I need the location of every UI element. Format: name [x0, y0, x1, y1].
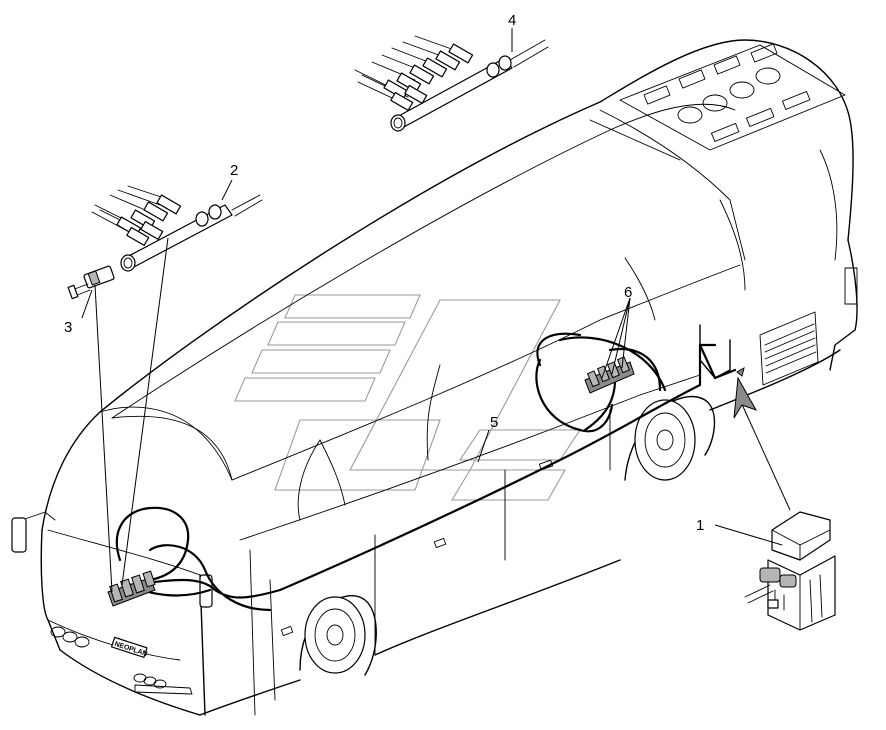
main-supply-line: [128, 343, 717, 599]
watermark-logo: [234, 294, 582, 501]
coach-bus: NEOPLAN: [11, 39, 858, 716]
callout-labels: 1 2 3 4 5 6: [64, 12, 704, 534]
bus-roof-outline: [99, 39, 854, 413]
front-manifold-assembly: [91, 185, 263, 272]
callout-4: 4: [508, 12, 516, 29]
bus-lower-side: [199, 679, 301, 716]
callout-6: 6: [624, 284, 632, 301]
front-badge: NEOPLAN: [110, 636, 148, 658]
front-wheel: [299, 595, 377, 676]
engine-grille: [759, 311, 819, 386]
bus-rear: [829, 239, 858, 371]
rear-manifold-assembly: [354, 35, 549, 132]
fitting-connector: [67, 265, 115, 300]
rear-wheel: [624, 395, 716, 481]
lubrication-pump-unit: [744, 511, 836, 631]
callout-1: 1: [696, 517, 704, 534]
leader-lines: [81, 28, 791, 593]
arrow-head: [733, 376, 758, 419]
rear-distributor-block: [584, 356, 635, 394]
front-distributor-block: [107, 570, 156, 607]
callout-5: 5: [490, 414, 498, 431]
roof-ac-unit: [619, 43, 846, 151]
bus-front: NEOPLAN: [11, 511, 213, 716]
callout-2: 2: [230, 162, 238, 179]
lubrication-lines: [115, 332, 737, 612]
callout-3: 3: [64, 319, 72, 336]
